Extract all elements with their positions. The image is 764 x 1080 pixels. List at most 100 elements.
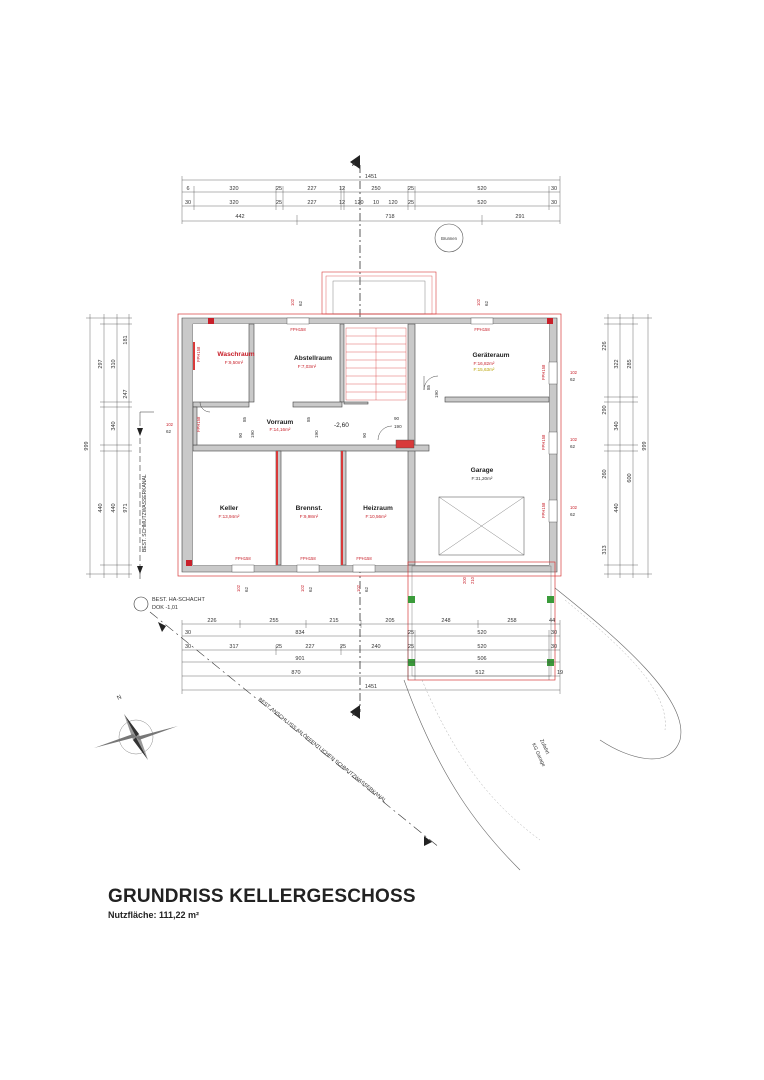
dim-label: 30 [185, 200, 191, 206]
dim-label: 258 [507, 618, 516, 624]
dim-label: 85 [242, 416, 247, 422]
dim-label: 317 [229, 644, 238, 650]
dim-label: 102 [166, 422, 174, 427]
dim-label: 600 [627, 473, 633, 482]
ha-schacht-symbol [133, 596, 149, 612]
dim-label: 320 [229, 186, 238, 192]
room-name-geraeteraum: Geräteraum [472, 352, 509, 359]
window-label: FPH158 [196, 416, 201, 432]
dim-label: 25 [408, 186, 414, 192]
room-name-abstellraum: Abstellraum [294, 355, 332, 362]
dim-label: 62 [570, 377, 576, 382]
dim-label: 102 [476, 298, 481, 306]
light-well [321, 271, 437, 315]
north-arrow-icon: N [94, 695, 178, 760]
dim-label: 520 [477, 644, 486, 650]
dim-label: 85 [306, 416, 311, 422]
ha-schacht-label: BEST. HA-SCHACHT [152, 597, 206, 603]
driveway: Zufahrt KG Garage [403, 587, 682, 871]
dim-label: 102 [290, 298, 295, 306]
dim-label: 506 [477, 656, 486, 662]
dim-label: 718 [385, 214, 394, 220]
dim-label: 62 [484, 300, 489, 306]
dim-label: 320 [229, 200, 238, 206]
dim-label: 255 [269, 618, 278, 624]
dim-label: 999 [84, 441, 90, 450]
window-label: FPH158 [300, 556, 316, 561]
room-area-garage: F:31,20m² [472, 476, 493, 481]
sewer-diag-label: BEST. ANSCHLUSS AN ÖFFENTLICHEN SCHMUTZW… [257, 696, 388, 804]
dim-label: 834 [295, 630, 304, 636]
section-marker-top: A [352, 162, 356, 168]
dim-label: 12 [339, 200, 345, 206]
dim-label: 227 [307, 186, 316, 192]
dim-label: 181 [123, 335, 129, 344]
dim-label: 322 [614, 359, 620, 368]
room-name-keller: Keller [220, 505, 239, 512]
room-name-heizraum: Heizraum [363, 505, 393, 512]
dim-label: 102 [236, 584, 241, 592]
dim-label: 102 [300, 584, 305, 592]
level-marker: -2,60 [334, 422, 349, 429]
section-marker-bottom: A [352, 712, 356, 718]
window-label: FPH158 [235, 556, 251, 561]
north-label: N [116, 695, 122, 702]
dim-label: 30 [551, 200, 557, 206]
bottom-dimensions: 226 255 215 205 248 258 44 834 25 520 30… [181, 618, 563, 694]
stair [345, 327, 407, 401]
dim-label: 62 [166, 429, 172, 434]
dim-label: 313 [602, 545, 608, 554]
right-dimensions: 226 290 260 313 322 340 440 285 600 999 [602, 314, 652, 578]
dim-label: 227 [307, 200, 316, 206]
dim-label: 260 [602, 469, 608, 478]
room-area-keller: F:13,94m² [219, 514, 240, 519]
window-label: FPH158 [541, 364, 546, 380]
dim-label: 12 [339, 186, 345, 192]
dim-label: 520 [477, 630, 486, 636]
dim-label: 30 [551, 186, 557, 192]
room-name-garage: Garage [471, 467, 494, 474]
room-area-brennst: F:9,98m² [300, 514, 319, 519]
dim-label: 297 [98, 359, 104, 368]
window-labels: FPH158 FPH158 FPH158 FPH158 FPH158 FPH15… [196, 317, 558, 573]
dim-label: 520 [477, 200, 486, 206]
room-area2-geraeteraum: F:15,63m² [474, 367, 495, 372]
room-area-abstellraum: F:7,03m² [298, 364, 317, 369]
brunnen-label: Brunnen [441, 236, 458, 241]
dim-label: 102 [356, 584, 361, 592]
window-label: FPH158 [474, 327, 490, 332]
dim-label: 25 [408, 200, 414, 206]
dim-label: 30 [185, 644, 191, 650]
dim-label: 247 [123, 389, 129, 398]
garage-forecourt [407, 561, 556, 681]
dim-label: 25 [340, 644, 346, 650]
dim-label: 62 [570, 512, 576, 517]
dim-label: 90 [362, 432, 367, 438]
sewer-diagonal: BEST. ANSCHLUSS AN ÖFFENTLICHEN SCHMUTZW… [149, 611, 441, 849]
dim-label: 227 [305, 644, 314, 650]
page-title: GRUNDRISS KELLERGESCHOSS [108, 886, 416, 907]
room-area-vorraum: F:14,16m² [270, 427, 291, 432]
dim-label: 62 [308, 586, 313, 592]
window-label: FPH158 [541, 502, 546, 518]
dim-label: 25 [408, 630, 414, 636]
dim-label: 30 [551, 630, 557, 636]
room-area-waschraum: F:9,50m² [225, 360, 244, 365]
door-swings [199, 375, 439, 441]
garage-door [438, 496, 525, 556]
top-total-dim: 1451 [365, 174, 377, 180]
dim-label: 30 [551, 644, 557, 650]
door-dims: 90 85 190 85 190 90 90 190 85 190 [238, 384, 439, 438]
top-dimensions: 1451 320 25 227 12 250 25 520 6 30 320 2… [181, 174, 561, 225]
dim-label: 285 [627, 359, 633, 368]
dim-label: 190 [314, 430, 319, 438]
dim-label: 44 [549, 618, 555, 624]
dim-label: 102 [570, 505, 578, 510]
left-dimensions: 999 297 440 310 340 440 181 247 971 [84, 314, 132, 578]
dim-label: 440 [98, 503, 104, 512]
dim-label: 90 [394, 416, 400, 421]
dim-label: 210 [470, 576, 475, 584]
room-area-geraeteraum: F:16,82m² [474, 361, 495, 366]
dim-label: 340 [614, 421, 620, 430]
